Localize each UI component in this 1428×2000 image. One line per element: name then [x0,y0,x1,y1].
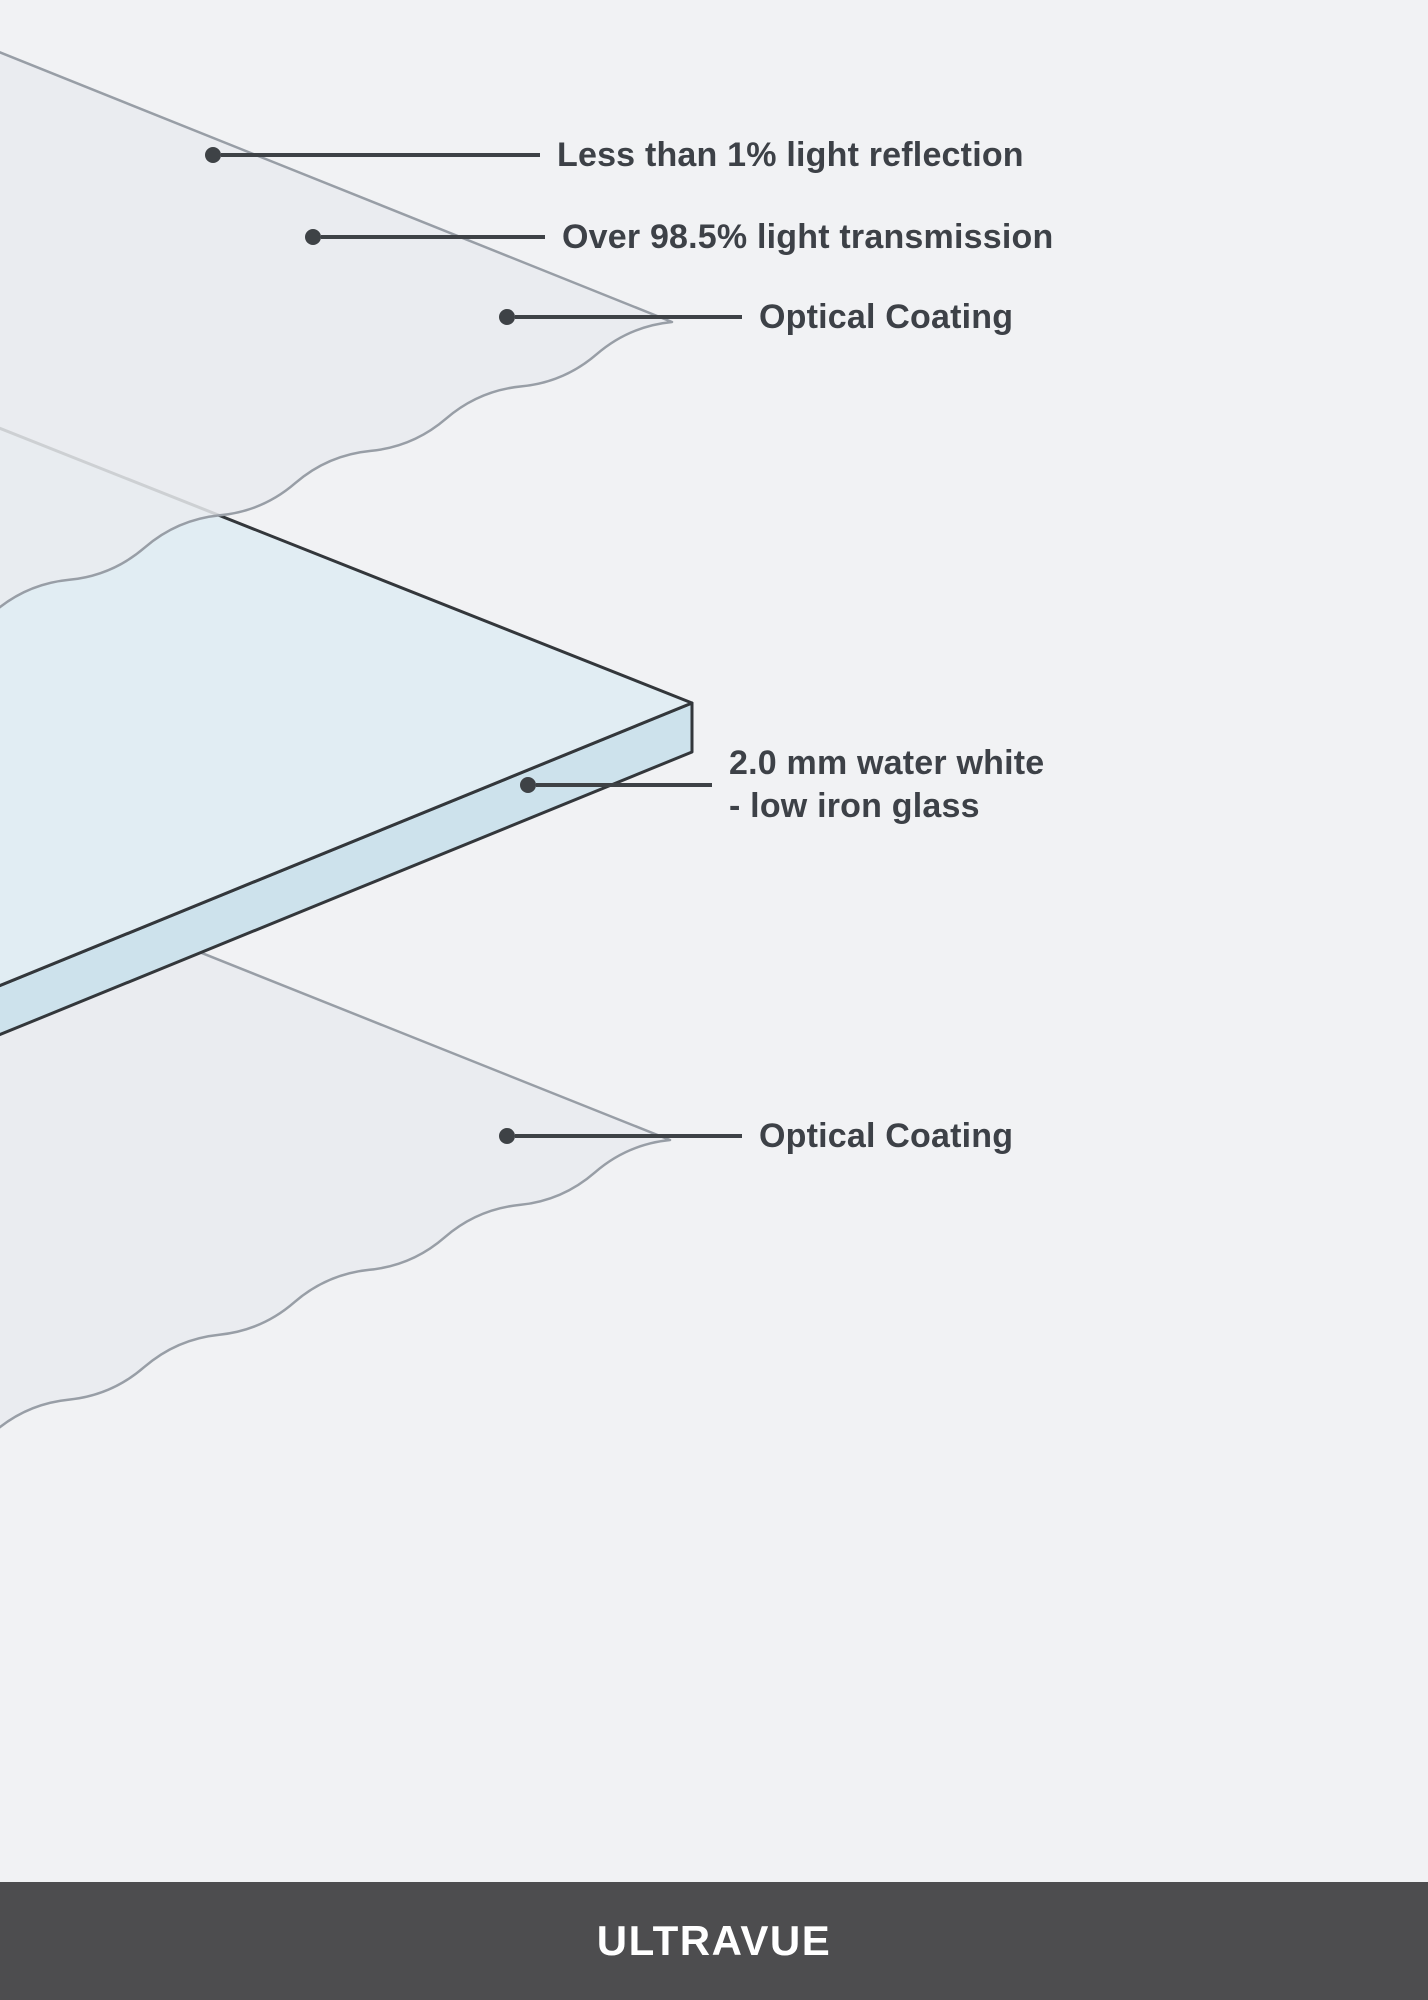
optical-coating-bottom-layer [0,871,672,1429]
footer-bar: ULTRAVUE [0,1882,1428,2000]
brand-name: ULTRAVUE [596,1917,832,1964]
optical-coating-top-layer [0,51,674,609]
glass-top-face [0,426,694,988]
